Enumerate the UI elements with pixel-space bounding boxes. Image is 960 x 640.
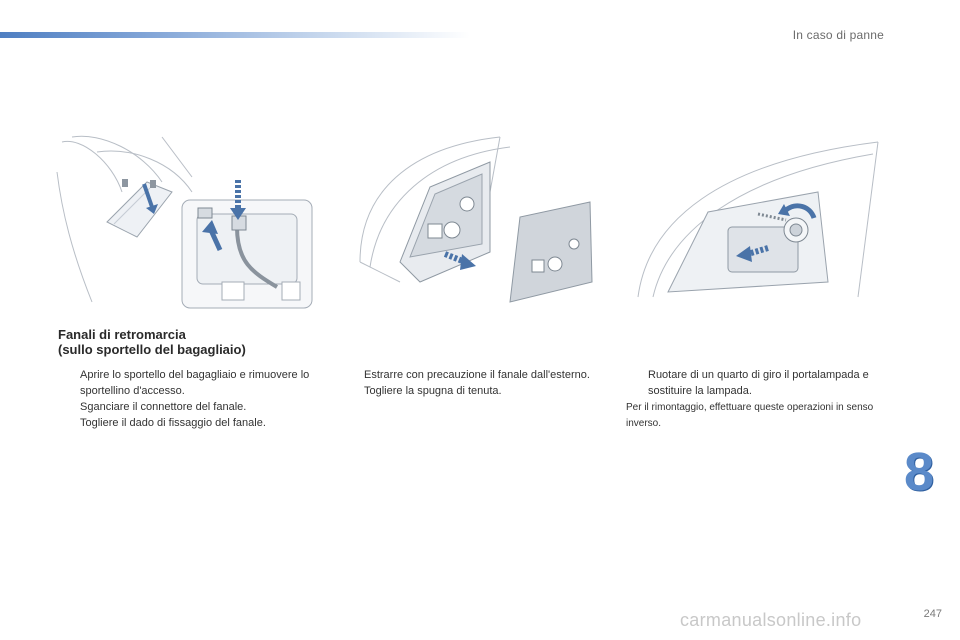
illustration-lamp-removal [359,136,593,303]
page-number: 247 [923,608,942,620]
section-title-line-2: (sullo sportello del bagagliaio) [58,342,246,357]
step-text: Togliere la spugna di tenuta. [364,385,502,397]
instruction-step: Sganciare il connettore del fanale. [58,399,328,415]
chapter-number: 8 [904,442,935,502]
instructions-column-2: Estrarre con precauzione il fanale dall'… [342,367,612,399]
step-text: Aprire lo sportello del bagagliaio e rim… [80,369,310,397]
illustration-bulb-holder [637,141,879,298]
step-text: Estrarre con precauzione il fanale dall'… [364,369,590,381]
section-title: Fanali di retromarcia (sullo sportello d… [58,327,246,357]
arrow-head-icon [460,254,476,270]
watermark: carmanualsonline.info [680,610,862,630]
instruction-step: Togliere il dado di fissaggio del fanale… [58,415,328,431]
instruction-step: Estrarre con precauzione il fanale dall'… [342,367,612,383]
arrow-head-icon [202,220,218,234]
arrow-icon [747,245,769,257]
reassembly-note: Per il rimontaggio, effettuare queste op… [626,402,874,429]
section-label: In caso di panne [792,28,884,42]
instructions-column-3: Ruotare di un quarto di giro il portalam… [626,367,896,432]
header-accent-bar [0,32,470,38]
arrow-head-icon [230,208,246,220]
step-text: Togliere il dado di fissaggio del fanale… [80,417,266,429]
illustration-trunk-access [56,135,313,309]
arrow-icon [142,183,154,208]
instruction-step: Togliere la spugna di tenuta. [342,383,612,399]
instructions-column-1: Aprire lo sportello del bagagliaio e rim… [58,367,328,431]
instruction-step: Aprire lo sportello del bagagliaio e rim… [58,367,328,399]
arrow-head-icon [146,204,158,214]
arrow-head-icon [778,204,790,216]
step-text: Ruotare di un quarto di giro il portalam… [648,369,869,397]
arrow-icon [784,203,817,220]
step-text: Sganciare il connettore del fanale. [80,401,247,413]
arrow-head-icon [736,246,752,262]
instruction-step: Ruotare di un quarto di giro il portalam… [626,367,896,399]
section-title-line-1: Fanali di retromarcia [58,327,186,342]
